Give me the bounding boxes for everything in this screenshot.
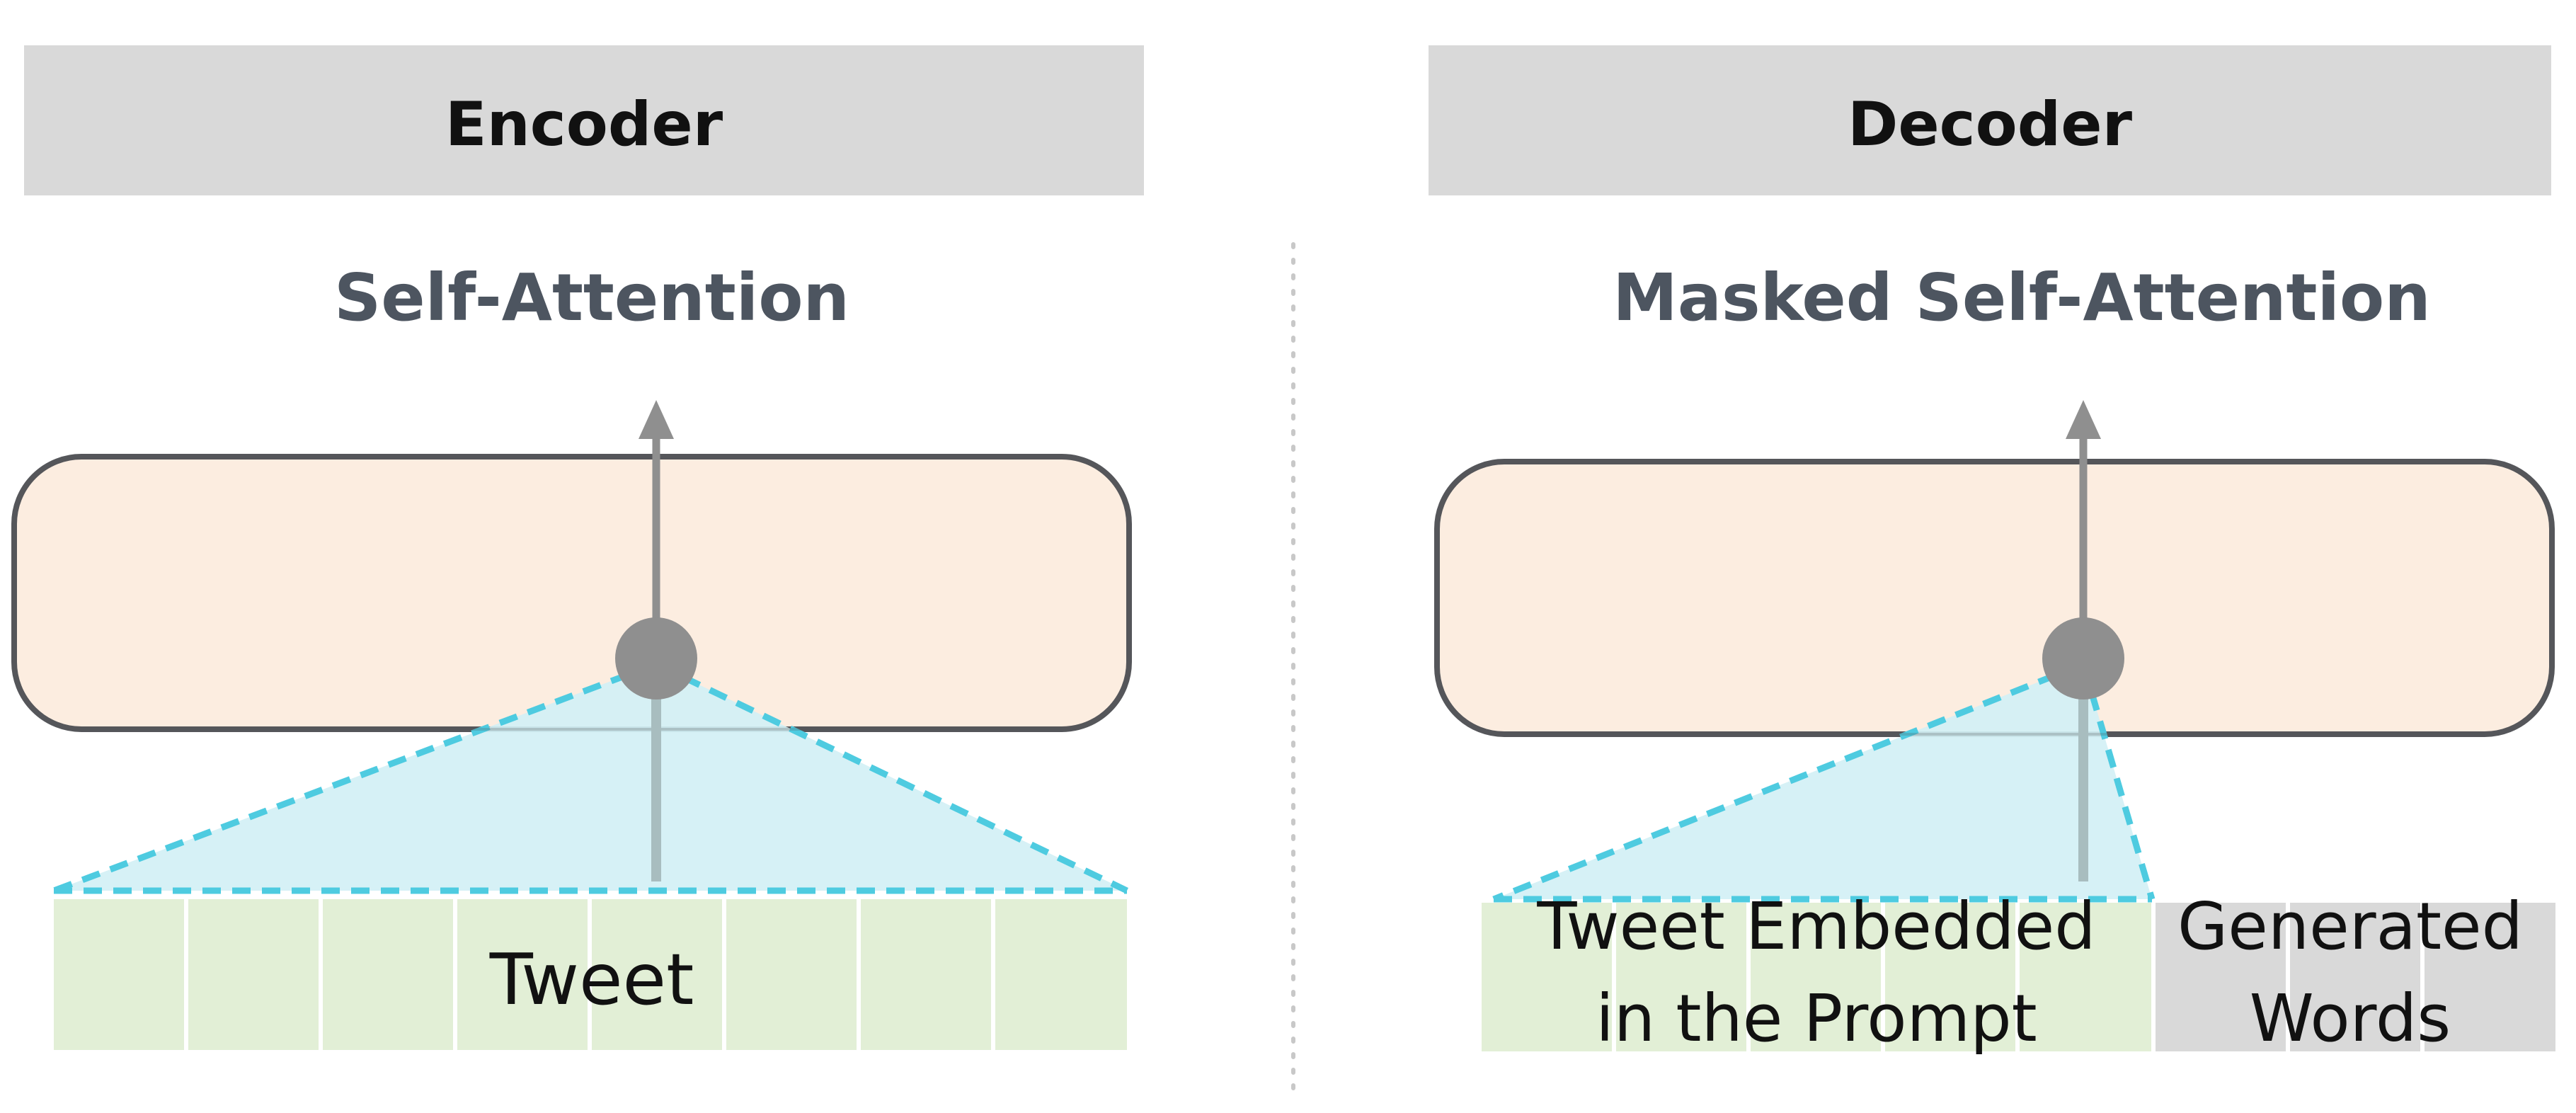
encoder-token-cell: [457, 899, 588, 1050]
encoder-attention-cone: [54, 664, 1127, 891]
encoder-token-cell: [726, 899, 857, 1050]
decoder-prompt-token-cell: [1885, 903, 2015, 1051]
decoder-prompt-label-line1: Tweet Embedded: [1536, 889, 2095, 964]
decoder-cone-edge-right: [2080, 663, 2156, 901]
decoder-prompt-token-cell: [2020, 903, 2151, 1051]
decoder-prompt-token-cell: [1616, 903, 1746, 1051]
decoder-output-arrow-head: [2066, 400, 2101, 439]
decoder-prompt-token-cell: [1751, 903, 1881, 1051]
decoder-generated-label-line2: Words: [2250, 981, 2451, 1056]
encoder-token-row: [54, 899, 1127, 1050]
encoder-cone-edge-left: [52, 661, 658, 894]
encoder-header-text: Encoder: [445, 89, 723, 160]
decoder-prompt-token-row: [1482, 903, 2151, 1051]
decoder-generated-label-line1: Generated: [2177, 889, 2523, 964]
decoder-prompt-token-cell: [1482, 903, 1612, 1051]
encoder-panel: Encoder Self-Attention: [11, 45, 1144, 1050]
decoder-attention-block: [1434, 459, 2555, 737]
encoder-token-cell: [995, 899, 1127, 1050]
encoder-output-arrow-head: [639, 400, 674, 439]
decoder-attention-node: [2042, 617, 2124, 700]
encoder-attention-block: [11, 454, 1132, 732]
encoder-input-label: Tweet: [489, 938, 694, 1021]
encoder-attention-title: Self-Attention: [334, 260, 849, 336]
encoder-token-cell: [861, 899, 991, 1050]
encoder-attention-node: [615, 617, 697, 700]
encoder-token-cell: [54, 899, 184, 1050]
encoder-token-cell: [323, 899, 453, 1050]
encoder-header-bar: [24, 45, 1144, 195]
decoder-attention-title: Masked Self-Attention: [1613, 260, 2430, 336]
encoder-token-cell: [592, 899, 722, 1050]
decoder-generated-token-cell: [2156, 903, 2286, 1051]
decoder-header-text: Decoder: [1848, 89, 2133, 160]
decoder-attention-cone: [1494, 664, 2152, 899]
decoder-prompt-label-line2: in the Prompt: [1596, 981, 2037, 1056]
decoder-generated-token-row: [2156, 903, 2555, 1051]
decoder-cone-edge-left: [1492, 661, 2085, 903]
decoder-panel: Decoder Masked Self-Attention: [1429, 45, 2555, 1056]
encoder-token-cell: [188, 899, 319, 1050]
decoder-generated-token-cell: [2425, 903, 2555, 1051]
decoder-generated-token-cell: [2290, 903, 2420, 1051]
decoder-header-bar: [1429, 45, 2551, 195]
